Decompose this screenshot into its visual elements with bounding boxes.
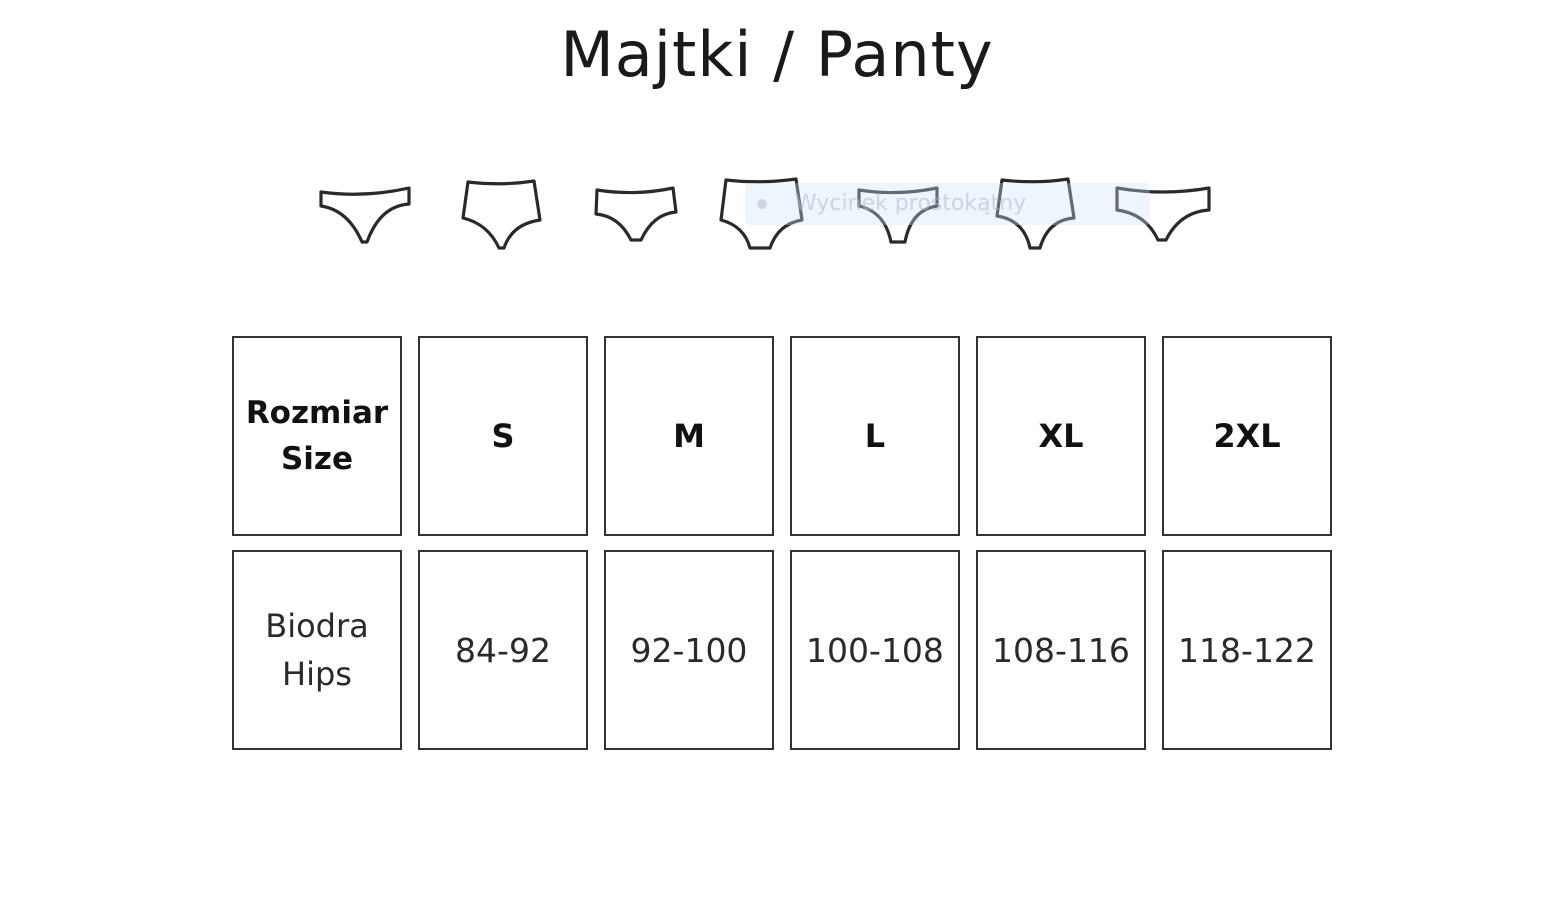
hips-value-2xl: 118-122	[1162, 550, 1332, 750]
panty-styles-row	[0, 170, 1554, 260]
size-label: L	[864, 417, 886, 455]
high-leg-brief-icon	[994, 176, 1078, 254]
size-label: M	[673, 417, 705, 455]
size-label: 2XL	[1213, 417, 1281, 455]
tanga-icon	[855, 184, 941, 248]
hipster-brief-icon	[1114, 184, 1212, 246]
hips-value-s: 84-92	[418, 550, 588, 750]
size-cell-s: S	[418, 336, 588, 536]
hips-value: 118-122	[1178, 630, 1316, 670]
hips-value-m: 92-100	[604, 550, 774, 750]
full-brief-icon	[718, 176, 806, 254]
size-cell-xl: XL	[976, 336, 1146, 536]
hips-value: 108-116	[992, 630, 1130, 670]
tooltip-text: Wycinek prostokątny	[795, 191, 1027, 216]
size-label: XL	[1038, 417, 1084, 455]
screenshot-tooltip-overlay: Wycinek prostokątny	[745, 183, 1150, 225]
header-label-pl: Rozmiar	[245, 395, 389, 431]
tooltip-dot-icon	[757, 199, 767, 209]
hips-value-l: 100-108	[790, 550, 960, 750]
hips-label-cell: Biodra Hips	[232, 550, 402, 750]
high-waist-brief-icon	[460, 178, 544, 252]
hips-value-xl: 108-116	[976, 550, 1146, 750]
size-label: S	[491, 417, 515, 455]
size-cell-2xl: 2XL	[1162, 336, 1332, 536]
thong-icon	[318, 184, 412, 246]
header-label-cell: Rozmiar Size	[232, 336, 402, 536]
hips-value: 84-92	[455, 630, 551, 670]
size-cell-m: M	[604, 336, 774, 536]
hips-label-pl: Biodra	[265, 607, 369, 645]
page-title: Majtki / Panty	[560, 18, 994, 91]
header-label-en: Size	[280, 441, 353, 477]
size-cell-l: L	[790, 336, 960, 536]
bikini-brief-icon	[593, 184, 679, 246]
hips-value: 92-100	[630, 630, 748, 670]
hips-value: 100-108	[806, 630, 944, 670]
hips-label-en: Hips	[282, 655, 352, 693]
